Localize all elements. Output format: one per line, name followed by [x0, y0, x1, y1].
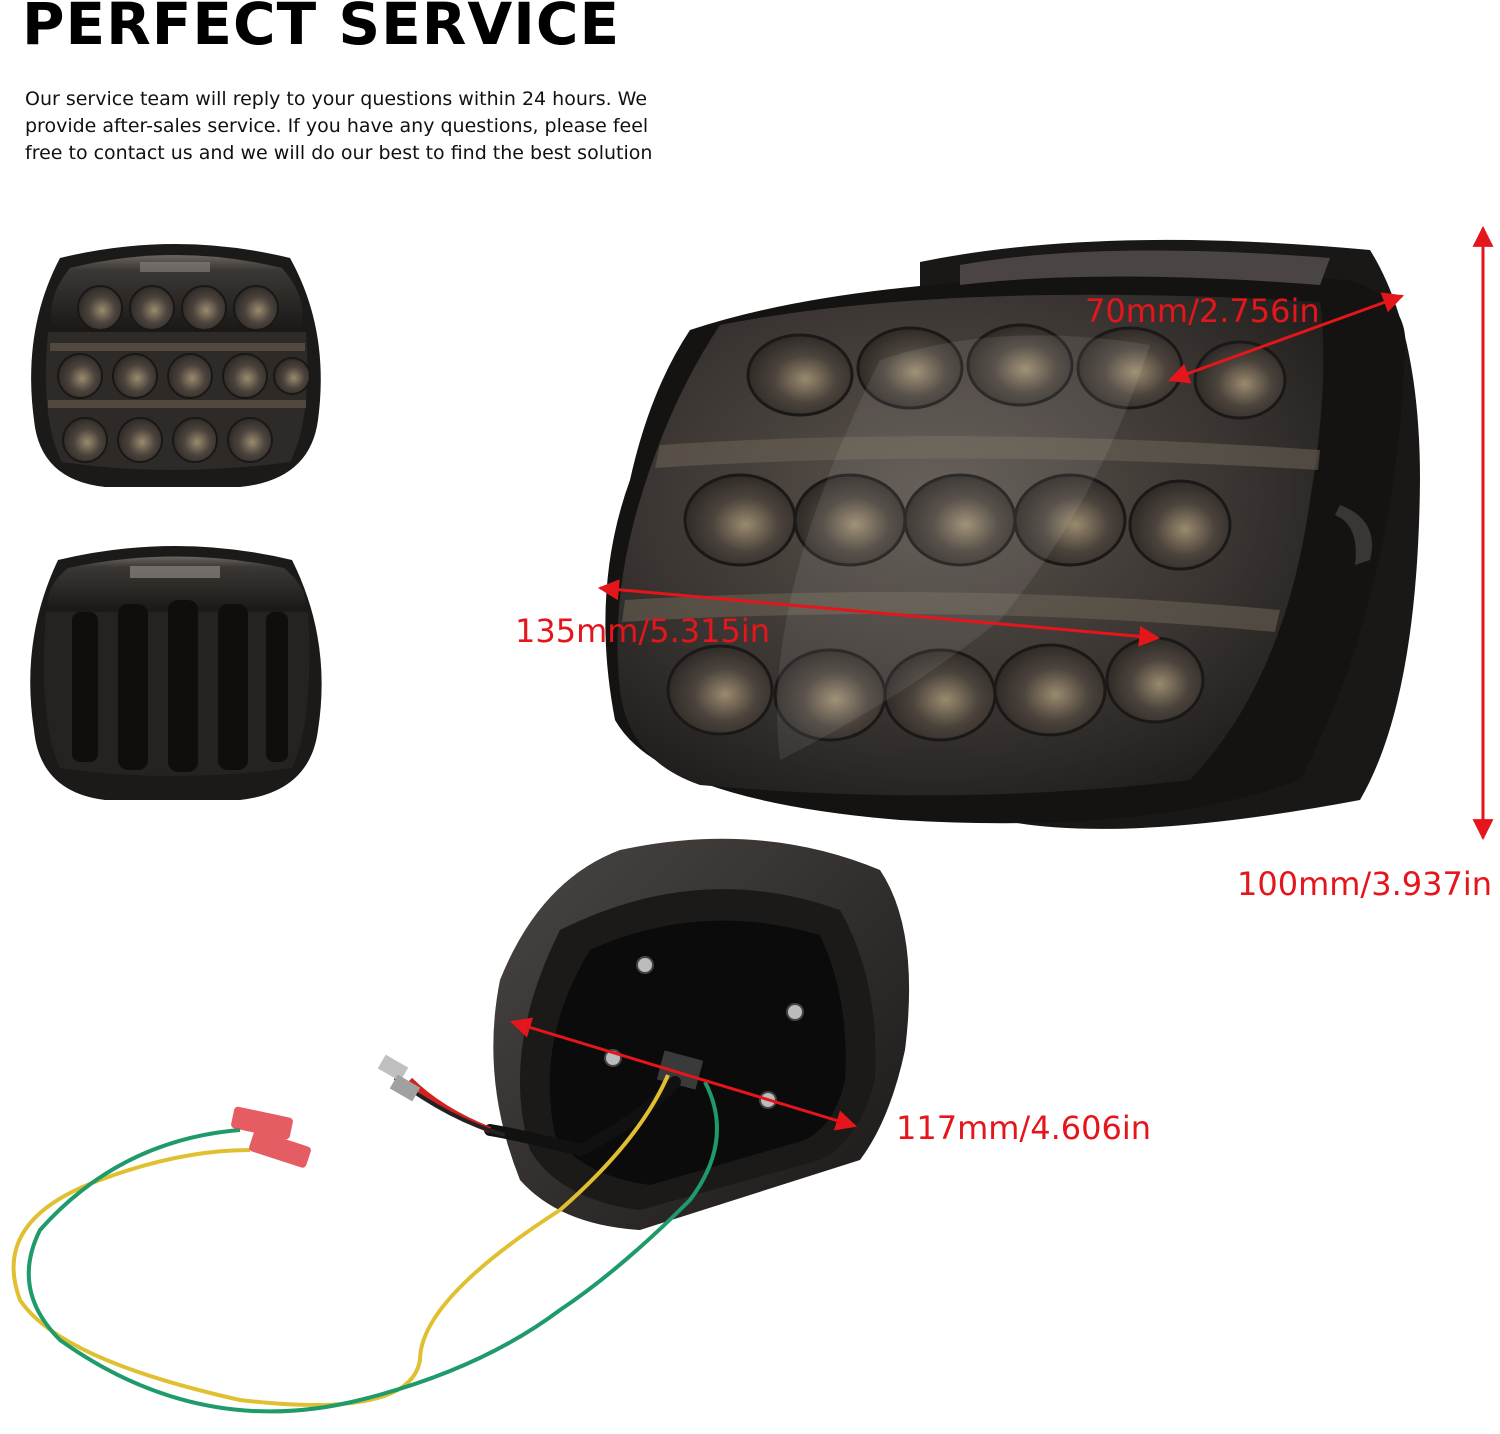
dimension-arrows [509, 225, 1494, 1131]
description-line-1: Our service team will reply to your ques… [25, 88, 648, 110]
rear-view-taillight [11, 838, 910, 1414]
description-line-2: provide after-sales service. If you have… [25, 115, 649, 137]
depth-label: 70mm/2.756in [1085, 292, 1320, 330]
page-title: PERFECT SERVICE [22, 0, 621, 58]
description-line-3: free to contact us and we will do our be… [25, 142, 653, 164]
thumbnail-led-taillight [31, 244, 321, 487]
height-label: 100mm/3.937in [1237, 865, 1492, 903]
depth-arrow [1168, 292, 1404, 384]
service-description: Our service team will reply to your ques… [25, 86, 665, 167]
width-label: 135mm/5.315in [515, 612, 770, 650]
width-arrow [597, 579, 1161, 647]
mount-width-label: 117mm/4.606in [896, 1109, 1151, 1147]
mount-width-arrow [509, 1017, 858, 1131]
thumbnail-bar-taillight [30, 546, 322, 800]
